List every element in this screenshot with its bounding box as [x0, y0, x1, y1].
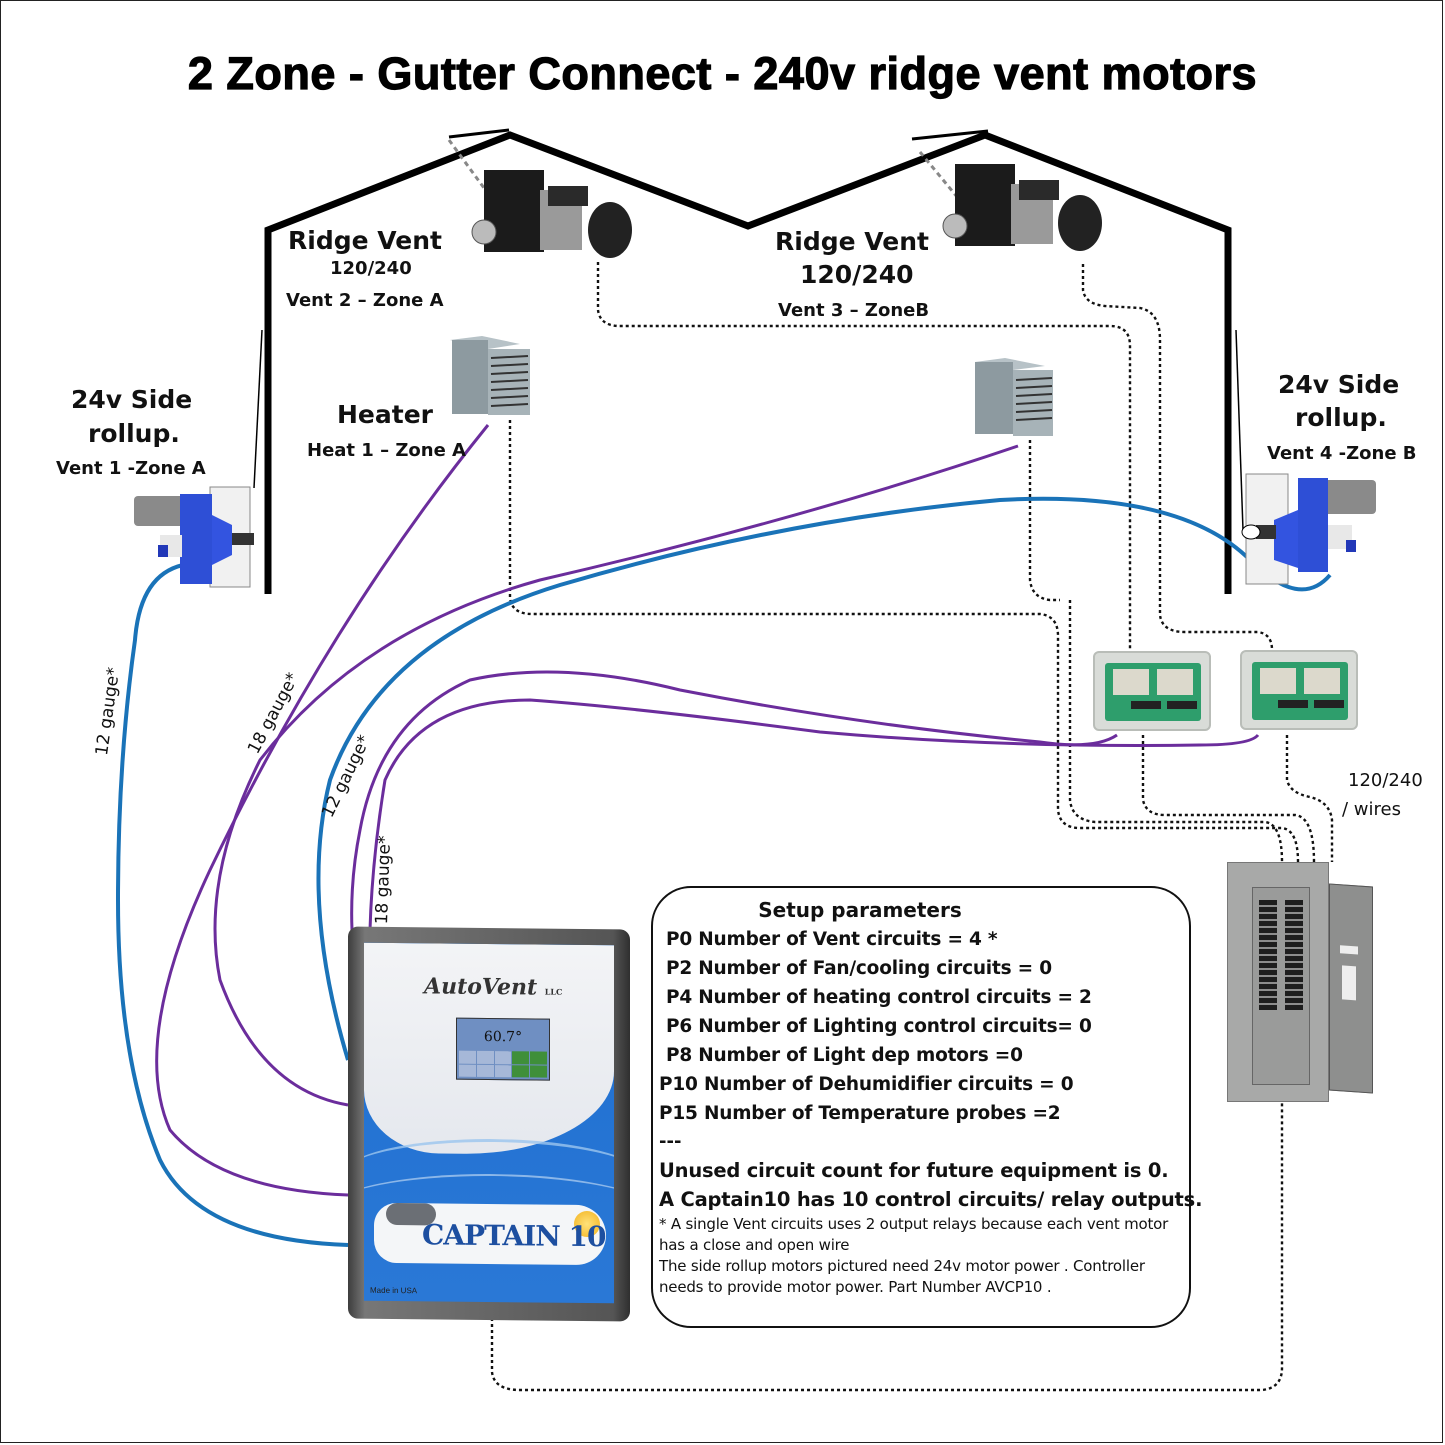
ridge-vent-motor-b — [942, 164, 1102, 251]
ridge-vent-arm-b — [918, 151, 960, 199]
wire-12g-vent4 — [316, 496, 1332, 1061]
heater-b-unit — [975, 358, 1053, 436]
diagram-title: 2 Zone - Gutter Connect - 240v ridge ven… — [187, 47, 1258, 99]
ridge-vent-b-assignment: Vent 3 – ZoneB — [778, 300, 930, 321]
param-p0: P0 Number of Vent circuits = 4 * — [666, 929, 998, 950]
line-wire-vent3 — [1081, 264, 1274, 651]
brand-name: AutoVent — [424, 973, 538, 1001]
ridge-vent-flap-a — [448, 128, 510, 139]
relay-box-2 — [1240, 650, 1358, 730]
line-wire-heater-b — [1028, 440, 1060, 602]
ridge-vent-flap-b — [911, 129, 989, 141]
made-in-label: Made in USA — [370, 1285, 418, 1296]
side-rollup-motor-a — [134, 486, 254, 588]
side-rollup-motor-b — [1241, 473, 1376, 585]
wire-18g-relay2 — [368, 698, 1260, 931]
ridge-vent-b-heading: Ridge Vent — [775, 227, 929, 256]
line-wire-vent2 — [596, 262, 1132, 650]
wire-12g-vent1 — [115, 563, 349, 1247]
side-curtain-a — [253, 329, 263, 489]
param-p4: P4 Number of heating control circuits = … — [666, 987, 1092, 1008]
greenhouse-outline — [264, 131, 1232, 594]
param-p8: P8 Number of Light dep motors =0 — [666, 1045, 1023, 1066]
wire-label-18g-relays: 18 gauge* — [372, 835, 396, 925]
screen-tiles — [459, 1050, 547, 1078]
side-rollup-b-assignment: Vent 4 -Zone B — [1267, 443, 1417, 464]
line-wire-relay1 — [1141, 735, 1316, 863]
controller-screen[interactable]: 60.7° — [456, 1017, 550, 1081]
ridge-vent-arm-a — [447, 139, 486, 189]
ridge-vent-a-heading: Ridge Vent — [288, 226, 442, 255]
brand-suffix: LLC — [544, 986, 563, 997]
unused-circuits-summary: Unused circuit count for future equipmen… — [659, 1159, 1169, 1182]
model-name: CAPTAIN 10 — [422, 1218, 606, 1254]
side-rollup-b-heading-1: 24v Side — [1278, 370, 1400, 399]
wire-18g-heater-a — [155, 424, 490, 1197]
captain-10-controller: AutoVent LLC 60.7° CAPTAIN 10 Made in US… — [348, 926, 630, 1322]
heater-a-assignment: Heat 1 – Zone A — [307, 440, 466, 461]
param-p10: P10 Number of Dehumidifier circuits = 0 — [659, 1074, 1074, 1095]
heater-a-unit — [450, 336, 530, 415]
breaker-wire-label-1: 120/240 — [1348, 770, 1423, 791]
separator: --- — [659, 1131, 682, 1152]
side-rollup-a-heading-2: rollup. — [88, 419, 180, 448]
ridge-vent-a-voltage: 120/240 — [330, 258, 412, 279]
side-rollup-a-assignment: Vent 1 -Zone A — [56, 458, 206, 479]
motor-power-note: The side rollup motors pictured need 24v… — [659, 1257, 1145, 1296]
breaker-panel-door — [1329, 883, 1373, 1094]
param-p2: P2 Number of Fan/cooling circuits = 0 — [666, 958, 1052, 979]
line-wire-controller — [490, 1100, 1284, 1392]
line-wire-relay2 — [1285, 735, 1334, 862]
captain10-capacity-summary: A Captain10 has 10 control circuits/ rel… — [659, 1188, 1203, 1211]
ridge-vent-motor-a — [471, 170, 632, 258]
wire-18g-heater-b — [213, 444, 1019, 1107]
side-curtain-b — [1235, 329, 1244, 531]
breaker-panel — [1227, 862, 1329, 1102]
side-rollup-a-heading-1: 24v Side — [71, 385, 193, 414]
setup-title: Setup parameters — [758, 898, 962, 922]
autovent-logo: AutoVent LLC — [424, 973, 562, 1000]
param-p15: P15 Number of Temperature probes =2 — [659, 1103, 1061, 1124]
breaker-wire-label-2: / wires — [1342, 796, 1401, 823]
heater-a-heading: Heater — [337, 400, 433, 429]
wire-18g-relay1 — [350, 670, 1118, 931]
param-p6: P6 Number of Lighting control circuits= … — [666, 1016, 1092, 1037]
wires-text: wires — [1353, 799, 1401, 820]
ridge-vent-a-assignment: Vent 2 – Zone A — [286, 290, 444, 311]
setup-parameters-box: Setup parameters P0 Number of Vent circu… — [651, 886, 1203, 1328]
slash-mark: / — [1342, 799, 1354, 820]
controller-face: AutoVent LLC 60.7° CAPTAIN 10 Made in US… — [364, 942, 614, 1304]
side-rollup-b-heading-2: rollup. — [1295, 403, 1387, 432]
screen-temperature: 60.7° — [483, 1028, 523, 1046]
line-wire-x — [1068, 600, 1284, 863]
vent-relay-note: * A single Vent circuits uses 2 output r… — [659, 1215, 1169, 1254]
line-wire-heater-a — [508, 420, 1300, 863]
relay-box-1 — [1093, 651, 1211, 731]
ridge-vent-b-voltage: 120/240 — [800, 260, 914, 289]
